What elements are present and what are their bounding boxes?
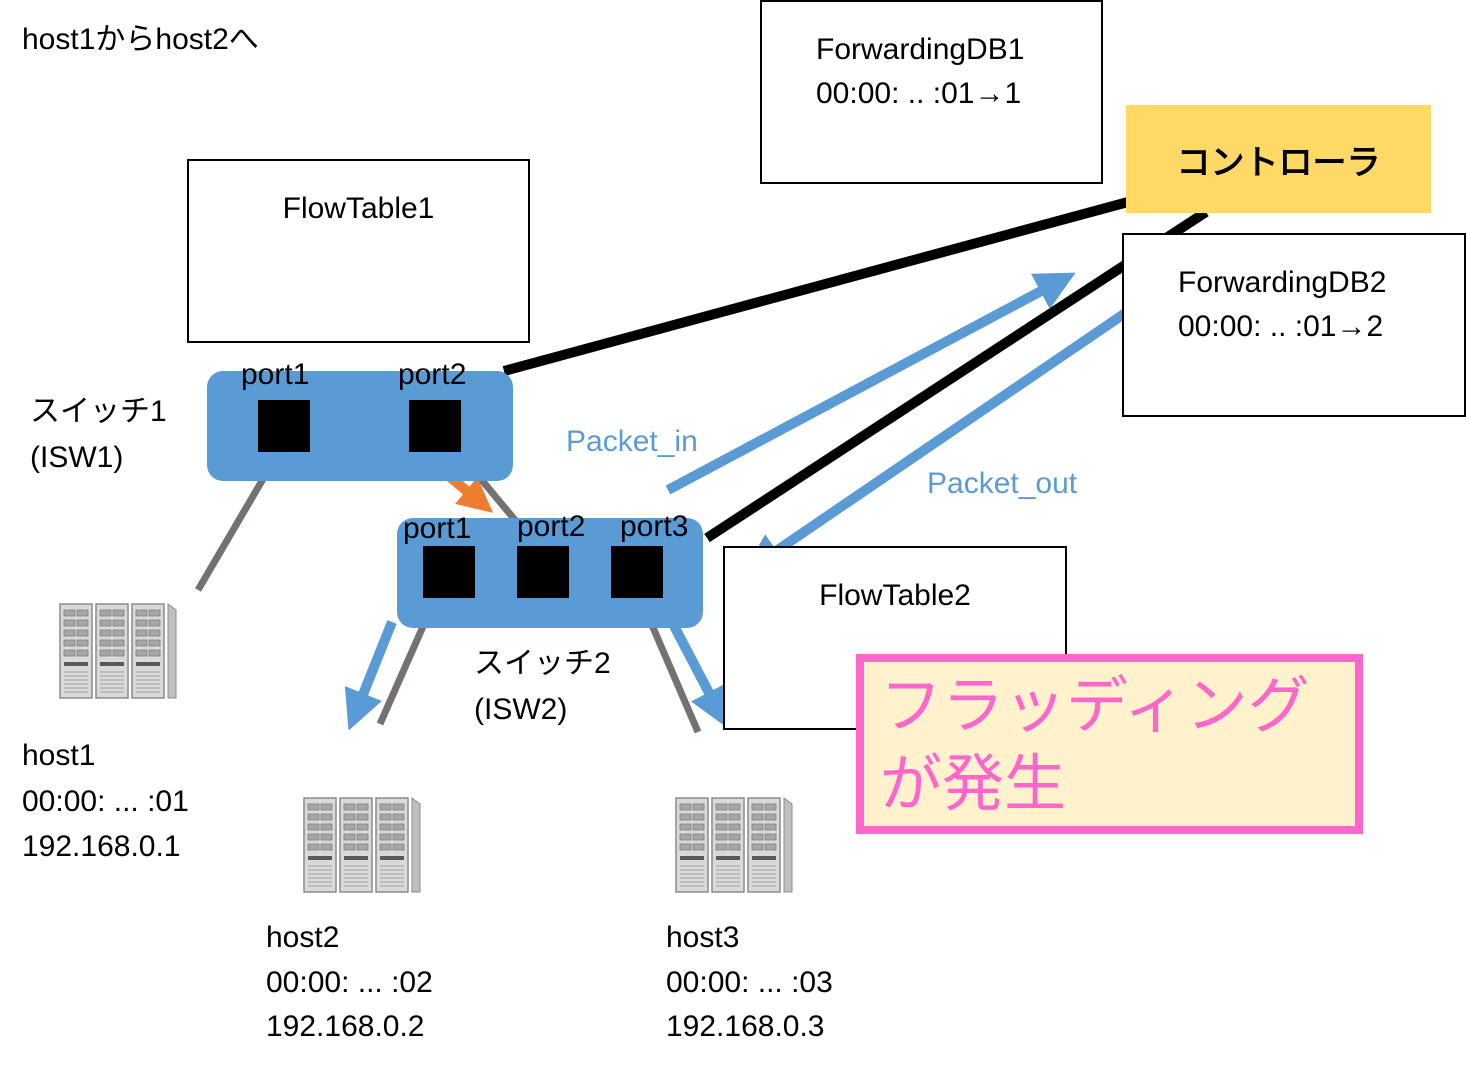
- switch1-port2: [409, 400, 461, 452]
- host1-name: host1: [22, 739, 96, 772]
- flooding-callout-text: フラッディング が発生: [880, 672, 1310, 819]
- forwarding-db1-box: ForwardingDB1 00:00: .. :01→1: [760, 0, 1103, 184]
- packet-in-label: Packet_in: [566, 425, 698, 458]
- switch2-port1: [423, 546, 475, 598]
- flood-arrow-host2: [344, 620, 397, 731]
- forwarding-db2-entry: 00:00: .. :01→2: [1178, 310, 1384, 343]
- switch2-port2: [517, 546, 569, 598]
- forwarding-db1-entry: 00:00: .. :01→1: [816, 77, 1022, 110]
- packet-in-arrow: [665, 272, 1076, 495]
- host3-server-icon: [675, 797, 793, 893]
- switch1-id: (ISW1): [30, 441, 124, 474]
- flood-arrow-host3: [667, 619, 728, 728]
- packet-out-label: Packet_out: [927, 467, 1078, 500]
- control-link-switch1: [502, 197, 1130, 376]
- forwarding-db2-label: ForwardingDB2: [1178, 266, 1387, 299]
- flooding-callout: フラッディング が発生: [856, 654, 1363, 834]
- switch1-port1-label: port1: [241, 358, 310, 391]
- switch2-port1-label: port1: [403, 512, 472, 545]
- switch1-port1: [258, 400, 310, 452]
- host2-mac: 00:00: ... :02: [266, 966, 433, 999]
- diagram-title: host1からhost2へ: [22, 23, 259, 56]
- flow-table2-label: FlowTable2: [819, 579, 971, 612]
- host3-name: host3: [666, 921, 740, 954]
- forwarding-db1-label: ForwardingDB1: [816, 33, 1025, 66]
- host3-ip: 192.168.0.3: [666, 1010, 825, 1043]
- switch2-port3-label: port3: [620, 510, 689, 543]
- switch2-name: スイッチ2: [474, 647, 611, 680]
- controller-box: コントローラ: [1126, 105, 1431, 213]
- switch1-name: スイッチ1: [30, 395, 167, 428]
- host1-mac: 00:00: ... :01: [22, 785, 189, 818]
- host1-ip: 192.168.0.1: [22, 830, 181, 863]
- host1-server-icon: [59, 603, 177, 699]
- host2-server-icon: [303, 797, 421, 893]
- host2-name: host2: [266, 921, 340, 954]
- flow-table1-label: FlowTable1: [282, 192, 435, 225]
- host2-ip: 192.168.0.2: [266, 1010, 425, 1043]
- switch2-port2-label: port2: [517, 510, 586, 543]
- forwarding-db2-box: ForwardingDB2 00:00: .. :01→2: [1122, 233, 1466, 417]
- switch2-id: (ISW2): [474, 693, 568, 726]
- switch1-port2-label: port2: [398, 358, 467, 391]
- controller-label: コントローラ: [1176, 143, 1381, 182]
- packet-out-arrow: [743, 283, 1165, 574]
- host3-mac: 00:00: ... :03: [666, 966, 833, 999]
- flow-table1-box: FlowTable1: [187, 159, 530, 343]
- switch2-port3: [611, 546, 663, 598]
